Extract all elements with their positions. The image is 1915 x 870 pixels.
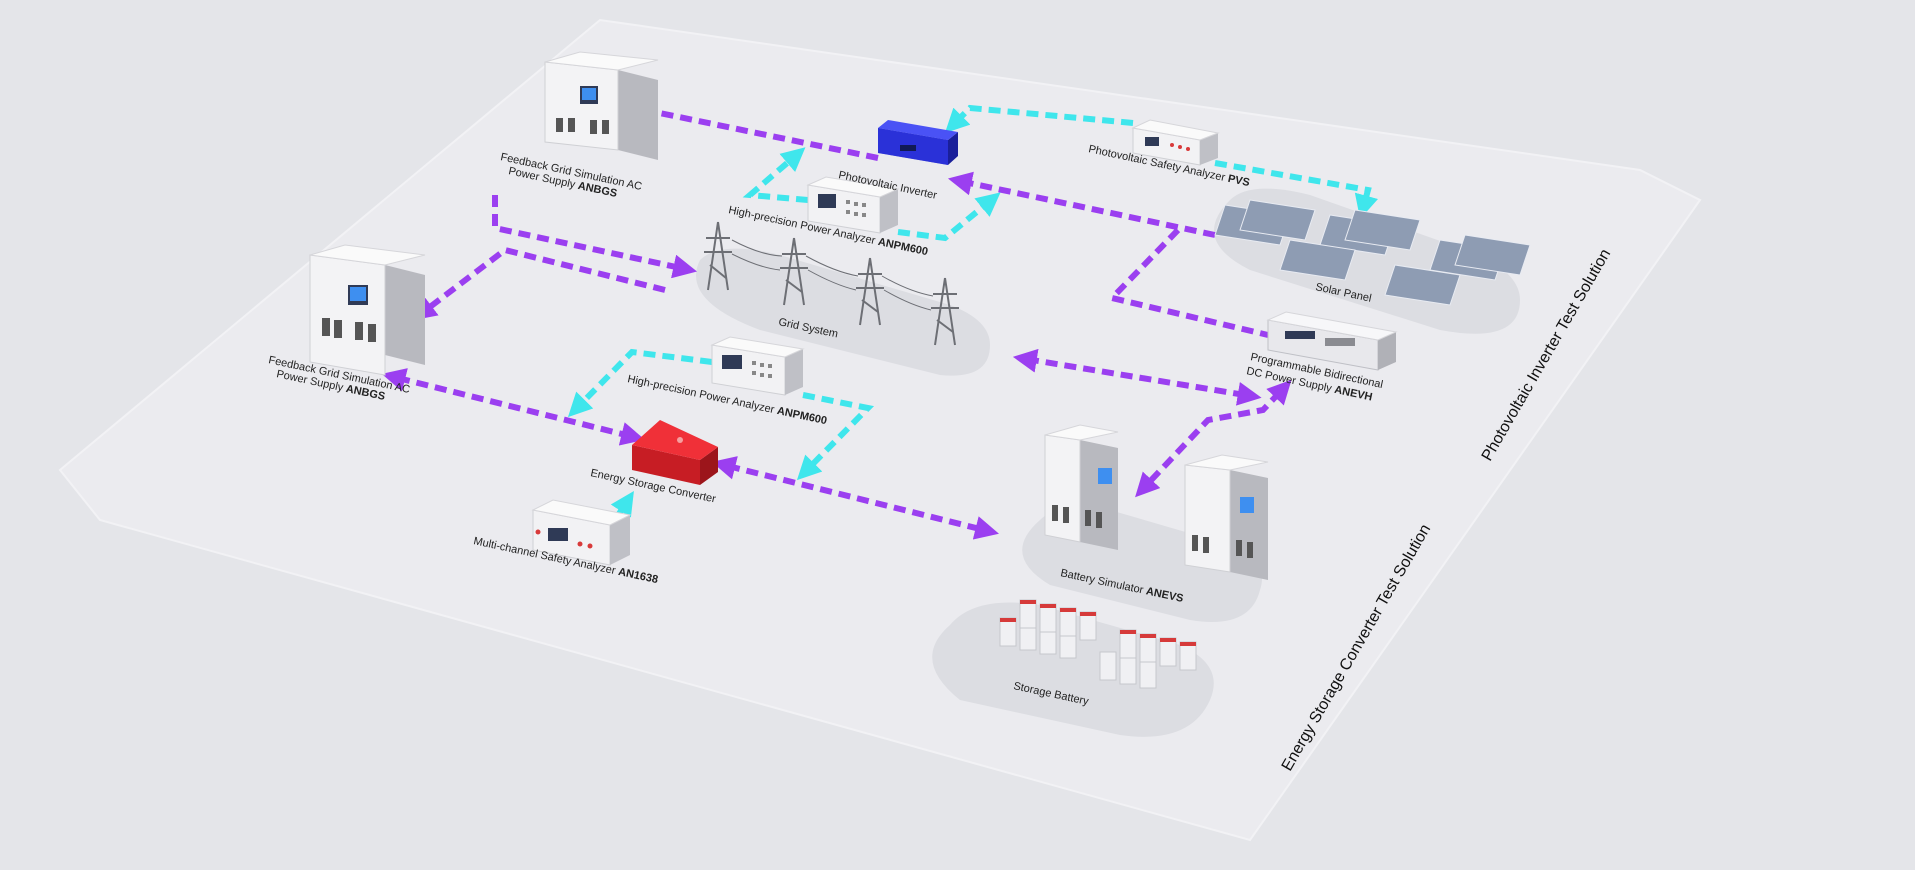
signal-flow-lines — [567, 104, 1378, 522]
battery-simulator-1 — [1044, 424, 1119, 550]
flow-grid-to-left-supply — [412, 246, 666, 321]
power-analyzer-mid — [710, 336, 805, 396]
flow-pv-safety-to-solar — [1214, 160, 1378, 219]
energy-storage-converter — [632, 420, 718, 485]
flow-solar-to-dc-supply — [1106, 227, 1269, 338]
battery-simulator-2 — [1184, 454, 1269, 580]
flow-left-supply-to-storage — [381, 368, 645, 446]
flow-storage-to-battery-sim — [711, 456, 999, 540]
feedback-grid-ac-supply-left — [309, 244, 426, 376]
feedback-grid-ac-supply-top — [544, 51, 659, 160]
flow-top-supply-to-grid — [492, 195, 698, 279]
flow-mid-analyzer-to-battery — [796, 392, 875, 481]
power-flow-lines — [381, 106, 1292, 540]
label-pv-safety-model: PVS — [1227, 173, 1251, 189]
programmable-dc-supply — [1266, 311, 1398, 371]
flow-mid-analyzer-to-converter — [567, 348, 713, 418]
flow-analyzer-to-inverter — [742, 147, 809, 203]
flow-solar-to-inverter — [947, 171, 1216, 238]
photovoltaic-inverter — [878, 120, 958, 165]
storage-battery-cell-caps — [1000, 600, 1196, 646]
power-analyzer-top — [806, 176, 900, 234]
flow-pv-safety-to-inverter — [944, 104, 1134, 134]
multi-channel-safety-analyzer — [531, 499, 632, 566]
solar-panels — [1214, 199, 1531, 306]
flow-analyzer-to-inverter-right — [897, 192, 1001, 242]
pv-safety-analyzer — [1131, 119, 1220, 166]
grid-system-towers — [704, 221, 959, 346]
